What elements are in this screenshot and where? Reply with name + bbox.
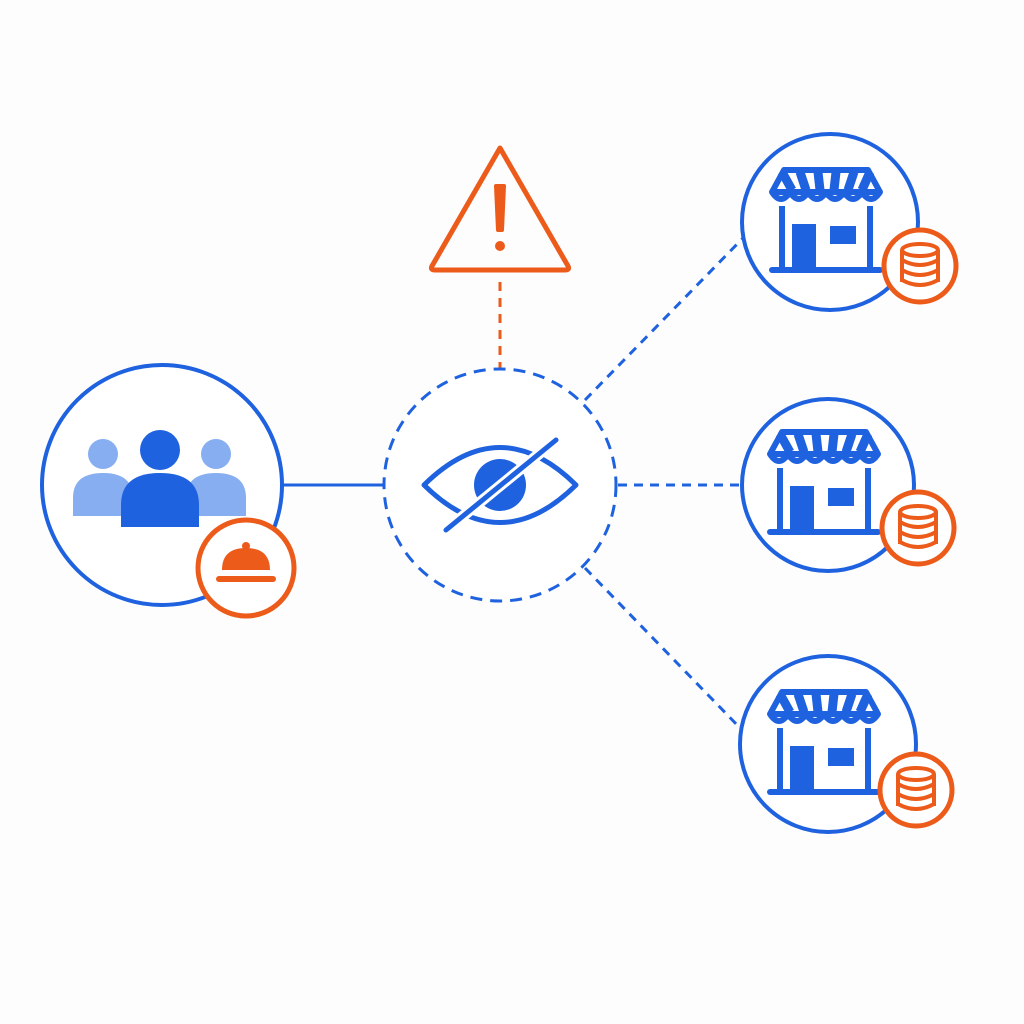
exclamation-mark: [494, 184, 506, 232]
store-node-3[interactable]: [738, 654, 952, 834]
warning-node[interactable]: [428, 145, 572, 273]
warning-triangle-icon: [428, 145, 572, 273]
connector-hub-store-3: [583, 566, 744, 732]
store-node-1[interactable]: [740, 132, 956, 312]
users-node[interactable]: [40, 363, 297, 619]
food-cloche-icon: [216, 542, 276, 582]
hub-node[interactable]: [382, 367, 618, 603]
store-node-2[interactable]: [740, 397, 954, 573]
users-group-icon: [73, 430, 246, 527]
food-cloche-badge: [195, 517, 297, 619]
coin-stack-icon: [884, 230, 956, 302]
connector-hub-store-1: [583, 234, 747, 402]
eye-slash-icon: [421, 435, 579, 535]
coin-stack-icon: [882, 492, 954, 564]
coin-stack-icon: [880, 754, 952, 826]
